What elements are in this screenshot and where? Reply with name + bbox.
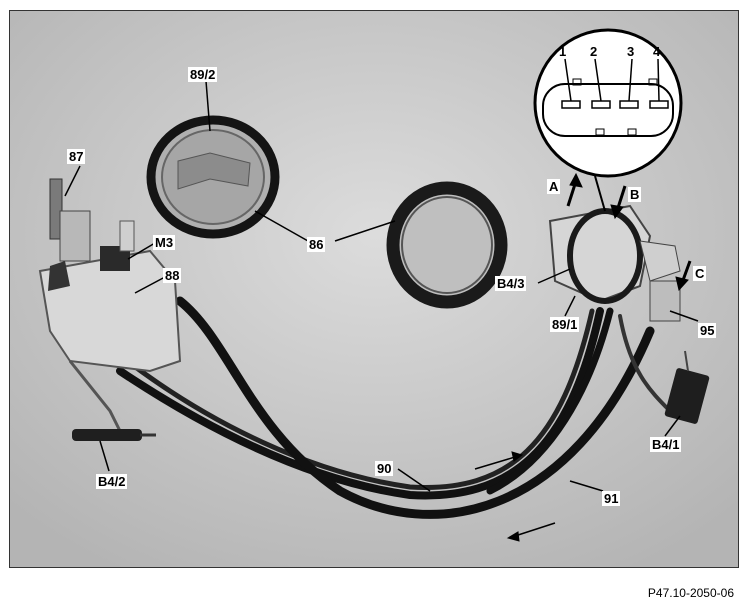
leader-lines [64, 80, 699, 492]
connector-pin-1: 1 [559, 44, 567, 59]
label-89-2: 89/2 [188, 67, 218, 82]
label-b4-2: B4/2 [96, 474, 128, 489]
label-91: 91 [602, 491, 621, 506]
connector-pin-2: 2 [590, 44, 598, 59]
fuel-pump-module [38, 178, 182, 432]
diagram-frame: 1 2 3 4 87 89/2 M3 88 86 B4/2 90 91 B4/3… [9, 10, 739, 568]
cover-89-2 [146, 115, 280, 239]
label-a: A [547, 179, 561, 194]
connector-pin-3: 3 [627, 44, 635, 59]
label-95: 95 [698, 323, 717, 338]
label-b4-3: B4/3 [495, 276, 527, 291]
figure-code: P47.10-2050-06 [647, 586, 734, 600]
fuel-lines [116, 296, 672, 519]
label-b: B [628, 187, 642, 202]
label-c: C [693, 266, 707, 281]
label-86: 86 [307, 237, 326, 252]
fuel-pump-assembly-illustration [10, 11, 738, 567]
label-90: 90 [375, 461, 394, 476]
sealing-ring-86 [386, 181, 508, 309]
level-sensor-b4-2 [72, 429, 156, 441]
connector-pinout-callout [533, 28, 683, 212]
sender-b4-1 [664, 350, 710, 424]
label-b4-1: B4/1 [650, 437, 682, 452]
connector-pin-4: 4 [653, 44, 661, 59]
flow-arrows [474, 172, 692, 542]
label-m3: M3 [153, 235, 176, 250]
label-89-1: 89/1 [550, 317, 580, 332]
label-88: 88 [163, 268, 182, 283]
label-87: 87 [67, 149, 86, 164]
